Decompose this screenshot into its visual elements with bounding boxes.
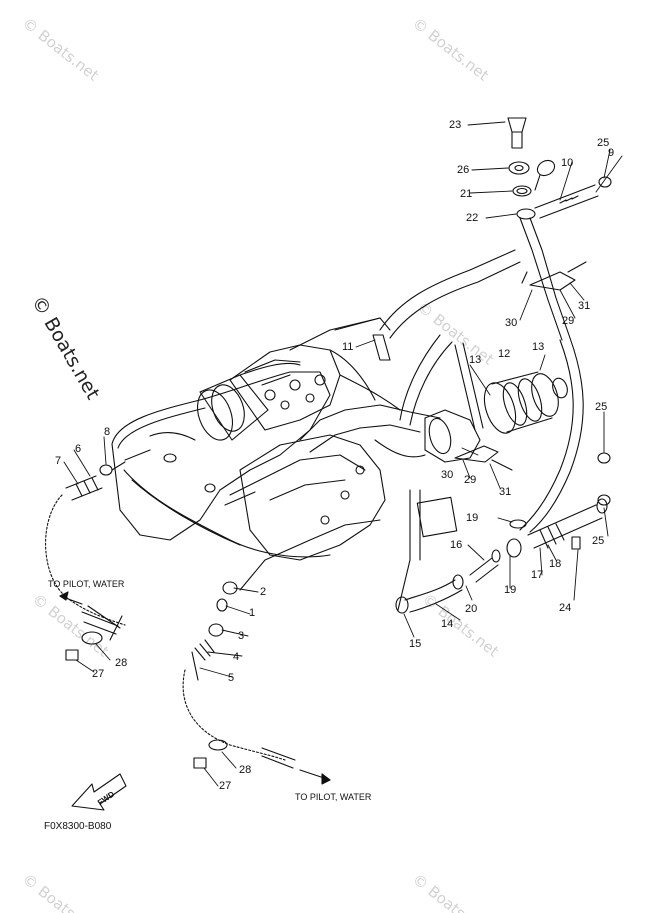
exhaust-manifold (229, 344, 341, 431)
callout-25: 25 (592, 535, 605, 547)
callout-4: 4 (233, 651, 240, 663)
outlet-pipe (374, 409, 481, 463)
hose-14 (395, 489, 501, 614)
hose-left (45, 449, 151, 661)
clamp-upper (521, 261, 587, 291)
callout-15: 15 (409, 638, 422, 650)
callout-27: 27 (219, 780, 232, 792)
callout-1: 1 (249, 607, 256, 619)
callout-5: 5 (228, 672, 235, 684)
callout-8: 8 (104, 426, 111, 438)
cooling-hose-main (334, 249, 521, 431)
callout-20: 20 (465, 603, 478, 615)
note-pilot-water-left: TO PILOT, WATER (48, 579, 125, 589)
callout-26: 26 (457, 164, 470, 176)
fwd-arrow-icon (71, 773, 127, 811)
callout-9: 9 (608, 147, 615, 159)
callout-25: 25 (597, 137, 610, 149)
callout-2: 2 (260, 586, 267, 598)
water-box (111, 371, 331, 558)
callout-11: 11 (342, 341, 354, 353)
callout-16: 16 (450, 539, 463, 551)
note-pilot-water-bottom: TO PILOT, WATER (295, 792, 372, 802)
joint-rubber (483, 371, 568, 434)
exhaust-coupling (196, 362, 301, 441)
callout-25: 25 (595, 401, 608, 413)
callout-22: 22 (466, 212, 479, 224)
callout-24: 24 (559, 602, 572, 614)
callout-19: 19 (466, 512, 479, 524)
callout-31: 31 (578, 300, 591, 312)
callout-21: 21 (460, 188, 473, 200)
filler-assembly (507, 117, 612, 533)
callout-19: 19 (504, 584, 517, 596)
callout-29: 29 (464, 474, 477, 486)
callout-30: 30 (505, 317, 518, 329)
callout-13: 13 (469, 354, 482, 366)
clamp-lower (454, 445, 513, 471)
pipe-18 (506, 452, 611, 558)
callout-18: 18 (549, 558, 562, 570)
leader-lines (63, 121, 623, 787)
exhaust-chamber (224, 317, 441, 561)
callout-31: 31 (499, 486, 512, 498)
callout-30: 30 (441, 469, 454, 481)
callout-13: 13 (532, 341, 545, 353)
callout-27: 27 (92, 668, 105, 680)
callout-28: 28 (239, 764, 252, 776)
arrow-left-head (59, 591, 69, 601)
diagram-code: F0X8300-B080 (44, 821, 112, 832)
callout-10: 10 (561, 157, 574, 169)
callout-14: 14 (441, 618, 454, 630)
arrow-bottom-head (321, 773, 331, 785)
callout-3: 3 (238, 630, 245, 642)
callout-12: 12 (498, 348, 511, 360)
hose-bottom (182, 519, 381, 769)
callout-7: 7 (55, 455, 62, 467)
callout-29: 29 (562, 315, 575, 327)
callout-17: 17 (531, 569, 544, 581)
callout-6: 6 (75, 443, 82, 455)
callout-28: 28 (115, 657, 128, 669)
callout-23: 23 (449, 119, 462, 131)
